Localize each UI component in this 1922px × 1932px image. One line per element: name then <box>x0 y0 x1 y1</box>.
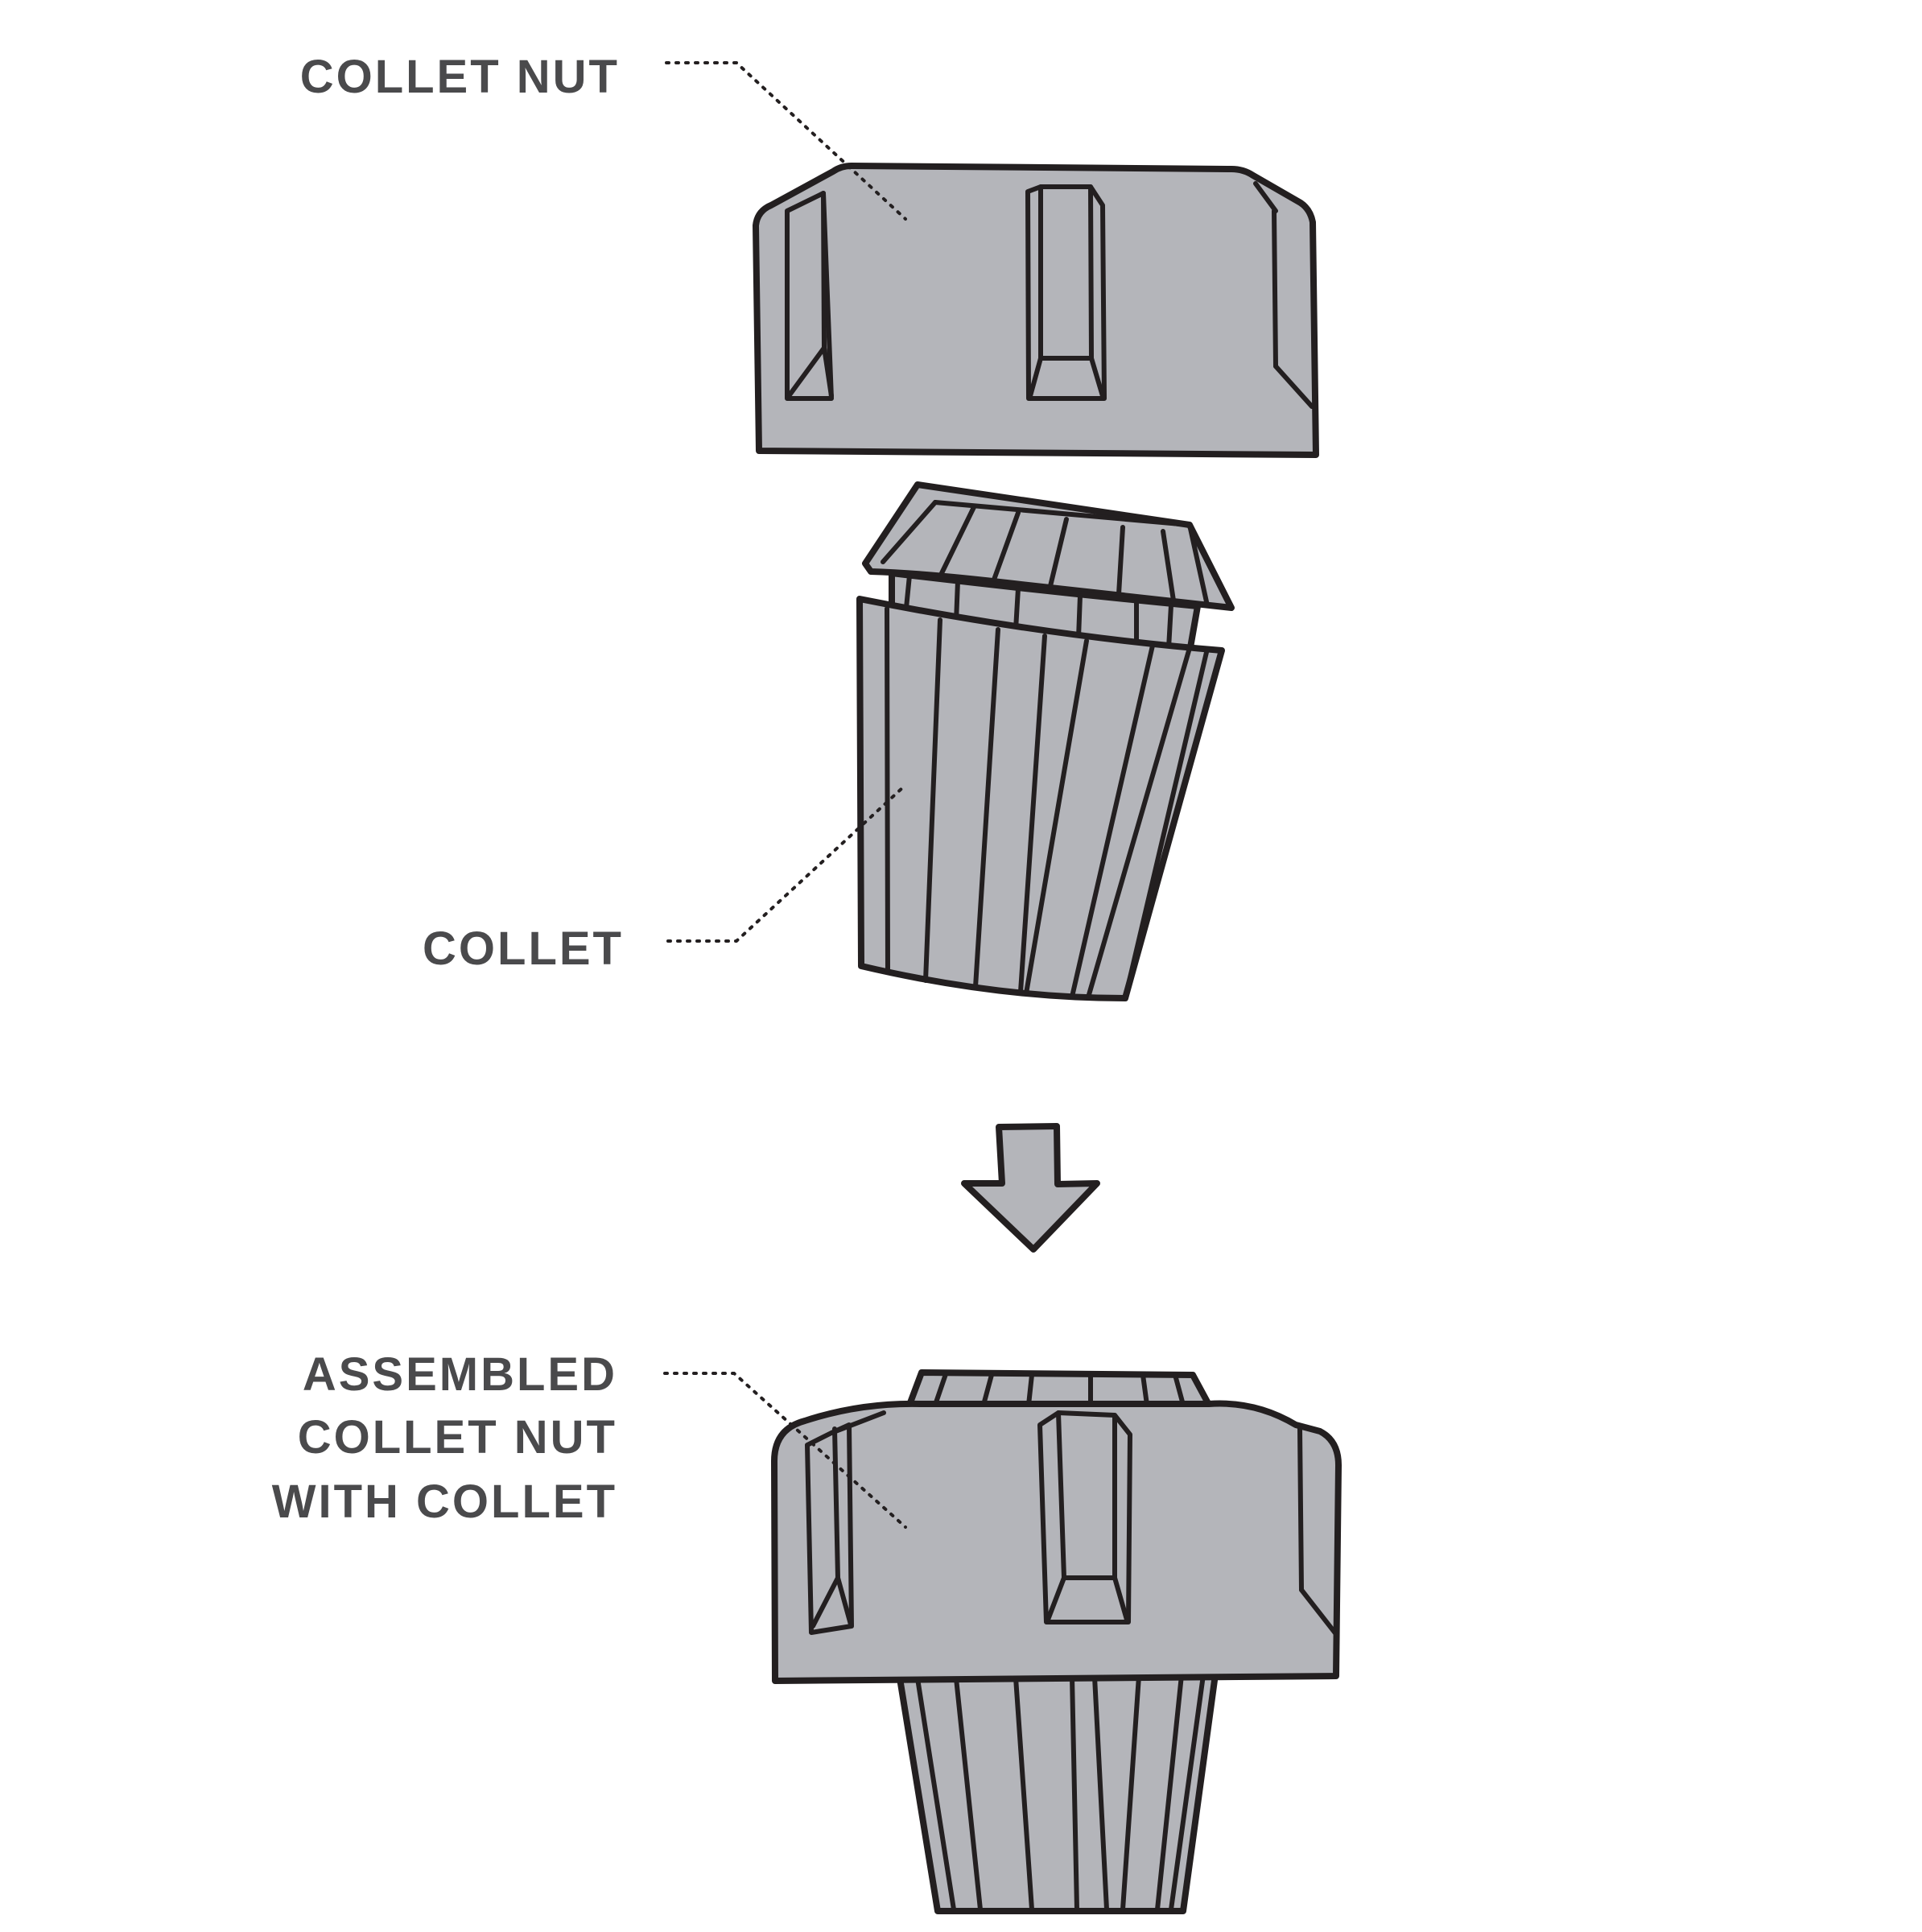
leader-lines <box>663 61 907 1529</box>
label-assembled-line-3: WITH COLLET <box>272 1476 617 1528</box>
leader-collet-nut <box>665 61 907 221</box>
label-assembled-line-1: ASSEMBLED <box>303 1348 617 1401</box>
leader-assembled <box>663 1372 907 1529</box>
collet-body <box>856 596 1225 1001</box>
arrow-down-icon <box>961 1123 1100 1253</box>
assembled-collet-top <box>906 1369 1212 1408</box>
label-collet-nut: COLLET NUT <box>300 51 620 103</box>
label-assembled-line-2: COLLET NUT <box>298 1411 617 1463</box>
label-collet: COLLET <box>423 923 624 975</box>
collet-drawing <box>856 481 1235 1001</box>
leader-collet <box>666 786 905 943</box>
assembled-drawing <box>771 1369 1342 1914</box>
collet-nut-drawing <box>753 163 1319 458</box>
